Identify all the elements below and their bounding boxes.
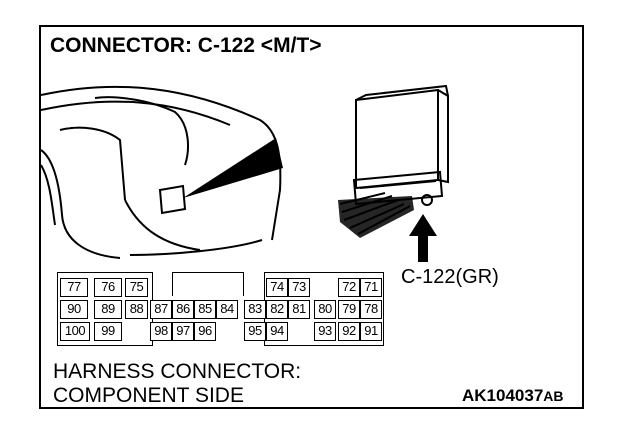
connector-title: CONNECTOR: C-122 <M/T> [50, 34, 322, 57]
pin-87: 87 [150, 300, 172, 319]
pin-85: 85 [194, 300, 216, 319]
diagram-frame [39, 25, 584, 409]
pin-76: 76 [94, 278, 122, 297]
pin-82: 82 [266, 300, 288, 319]
pin-89: 89 [94, 300, 122, 319]
pin-78: 78 [360, 300, 382, 319]
pin-95: 95 [244, 322, 266, 341]
pin-88: 88 [125, 300, 148, 319]
pin-93: 93 [314, 322, 336, 341]
pin-79: 79 [338, 300, 360, 319]
pin-100: 100 [60, 322, 90, 341]
pin-77: 77 [60, 278, 88, 297]
harness-caption: HARNESS CONNECTOR: COMPONENT SIDE [53, 360, 301, 408]
pin-98: 98 [150, 322, 172, 341]
figure-code-suffix: AB [543, 388, 564, 404]
pin-86: 86 [172, 300, 194, 319]
pin-71: 71 [360, 278, 382, 297]
pin-97: 97 [172, 322, 194, 341]
harness-caption-line1: HARNESS CONNECTOR: [53, 360, 302, 383]
pin-75: 75 [125, 278, 148, 297]
figure-code: AK104037AB [462, 386, 564, 406]
harness-caption-line2: COMPONENT SIDE [53, 384, 244, 407]
pin-83: 83 [244, 300, 266, 319]
figure-code-main: AK104037 [462, 386, 544, 405]
pin-99: 99 [94, 322, 122, 341]
pin-92: 92 [338, 322, 360, 341]
pin-84: 84 [216, 300, 238, 319]
pin-74: 74 [266, 278, 288, 297]
pin-80: 80 [314, 300, 336, 319]
pin-73: 73 [288, 278, 310, 297]
connector-label: C-122(GR) [401, 266, 499, 288]
pin-81: 81 [288, 300, 310, 319]
pin-91: 91 [360, 322, 382, 341]
pin-72: 72 [338, 278, 360, 297]
pin-90: 90 [60, 300, 88, 319]
pin-94: 94 [266, 322, 288, 341]
up-arrow-icon [409, 214, 437, 262]
connector-housing-center [172, 272, 244, 296]
pin-96: 96 [194, 322, 216, 341]
